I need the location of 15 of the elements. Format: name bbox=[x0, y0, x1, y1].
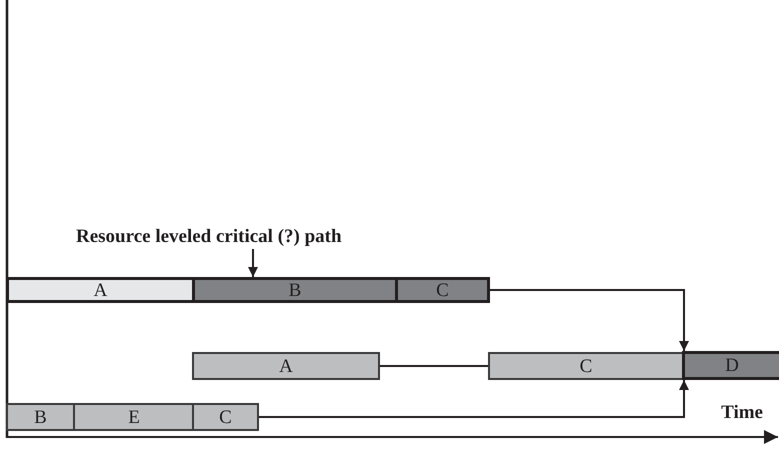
arrow bbox=[248, 249, 258, 277]
task-bar: C bbox=[395, 277, 490, 303]
task-bar: A bbox=[192, 352, 380, 380]
task-bar: D bbox=[682, 351, 779, 380]
callout-text: Resource leveled critical (?) path bbox=[76, 226, 342, 249]
task-bar: C bbox=[488, 352, 684, 380]
task-bar: B bbox=[192, 277, 398, 303]
task-bar: E bbox=[73, 403, 195, 431]
task-bar: A bbox=[6, 277, 195, 303]
axis-label: Time bbox=[721, 402, 763, 425]
task-bar: C bbox=[192, 403, 259, 431]
task-bar: B bbox=[6, 403, 75, 431]
arrow bbox=[259, 380, 689, 418]
arrow bbox=[490, 289, 689, 351]
connector-line bbox=[380, 365, 488, 367]
